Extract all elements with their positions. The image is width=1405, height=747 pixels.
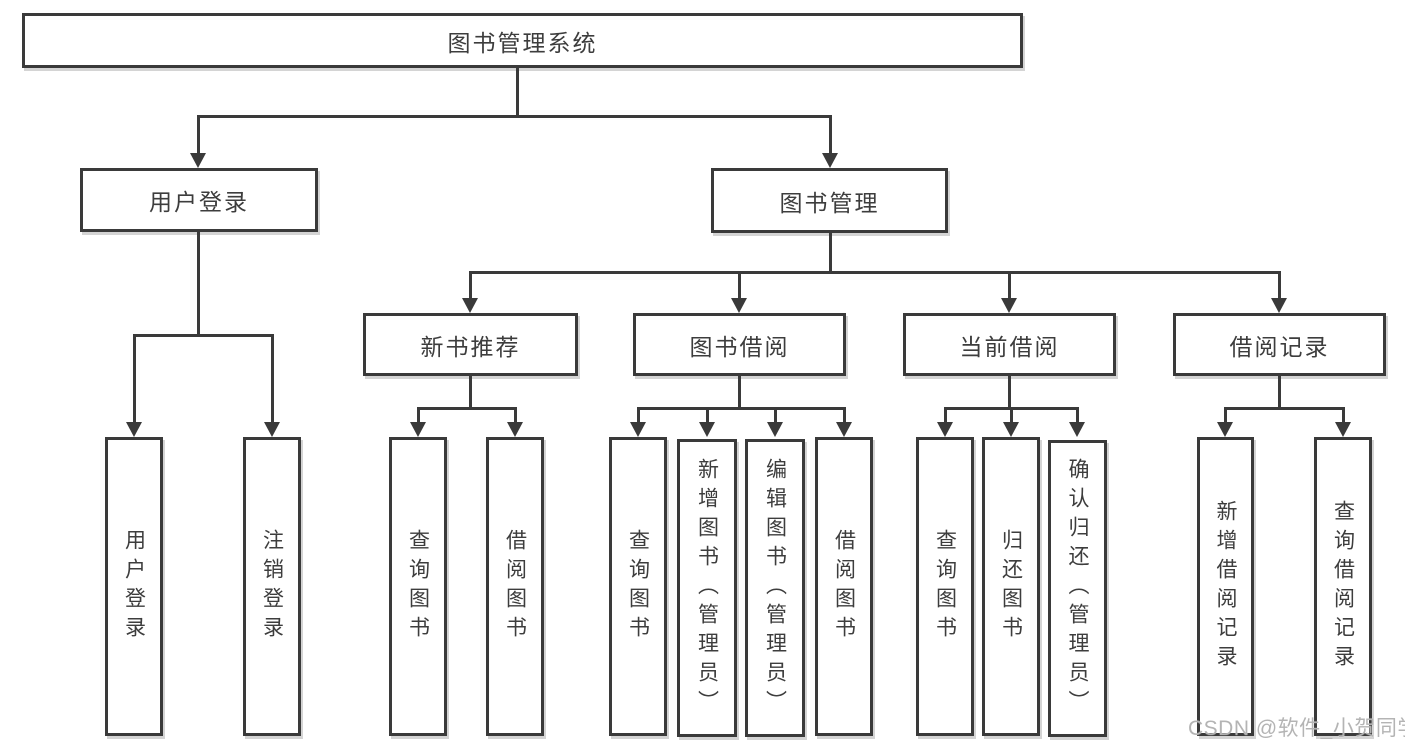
leaf-confirm-return-admin: 确认归还（管理员） bbox=[1048, 440, 1107, 737]
leaf-confirm-return-admin-label: 确认归还（管理员） bbox=[1066, 458, 1089, 719]
node-current-borrow-label: 当前借阅 bbox=[959, 333, 1060, 360]
leaf-logout: 注销登录 bbox=[243, 437, 301, 736]
arrow-down-icon bbox=[630, 422, 646, 437]
arrow-down-icon bbox=[731, 298, 747, 313]
node-borrow-records: 借阅记录 bbox=[1173, 313, 1386, 376]
connector-vline bbox=[196, 116, 200, 154]
connector-vline bbox=[738, 376, 741, 409]
connector-vline bbox=[773, 408, 777, 423]
leaf-logout-label: 注销登录 bbox=[260, 528, 284, 645]
connector-hline bbox=[132, 333, 274, 337]
node-new-book-recommend-label: 新书推荐 bbox=[420, 333, 521, 360]
connector-vline bbox=[132, 335, 136, 423]
connector-vline bbox=[416, 408, 420, 423]
connector-hline bbox=[468, 270, 1281, 274]
leaf-user-login: 用户登录 bbox=[105, 437, 163, 736]
leaf-query-books-2: 查询图书 bbox=[609, 437, 667, 736]
node-book-management-label: 图书管理 bbox=[779, 189, 880, 216]
leaf-return-book: 归还图书 bbox=[982, 437, 1040, 736]
connector-vline bbox=[1075, 408, 1079, 423]
leaf-query-borrow-record-label: 查询借阅记录 bbox=[1331, 499, 1355, 674]
arrow-down-icon bbox=[1335, 422, 1351, 437]
connector-vline bbox=[705, 408, 709, 423]
connector-vline bbox=[842, 408, 846, 423]
node-borrow-records-label: 借阅记录 bbox=[1229, 333, 1330, 360]
connector-hline bbox=[416, 406, 517, 410]
connector-vline bbox=[1009, 408, 1013, 423]
arrow-down-icon bbox=[410, 422, 426, 437]
connector-vline bbox=[828, 233, 832, 272]
leaf-edit-book-admin-label: 编辑图书（管理员） bbox=[763, 457, 787, 719]
arrow-down-icon bbox=[1003, 422, 1019, 437]
connector-vline bbox=[469, 272, 472, 299]
arrow-down-icon bbox=[1001, 298, 1017, 313]
leaf-borrow-books-1-label: 借阅图书 bbox=[503, 528, 527, 645]
arrow-down-icon bbox=[767, 422, 783, 437]
arrow-down-icon bbox=[190, 153, 206, 168]
leaf-borrow-books-2: 借阅图书 bbox=[815, 437, 873, 736]
leaf-add-book-admin: 新增图书（管理员） bbox=[677, 439, 737, 737]
leaf-query-books-2-label: 查询图书 bbox=[626, 528, 650, 645]
leaf-user-login-label: 用户登录 bbox=[122, 528, 146, 645]
connector-vline bbox=[196, 232, 200, 335]
connector-vline bbox=[636, 408, 640, 423]
connector-hline bbox=[636, 406, 846, 410]
connector-vline bbox=[513, 408, 517, 423]
node-new-book-recommend: 新书推荐 bbox=[363, 313, 578, 376]
arrow-down-icon bbox=[937, 422, 953, 437]
arrow-down-icon bbox=[699, 422, 715, 437]
connector-vline bbox=[1278, 272, 1281, 299]
connector-vline bbox=[828, 116, 832, 154]
watermark: CSDN @软件_小贺同学 bbox=[1188, 717, 1405, 740]
leaf-query-books-3-label: 查询图书 bbox=[933, 528, 957, 645]
node-root: 图书管理系统 bbox=[22, 13, 1023, 68]
arrow-down-icon bbox=[264, 422, 280, 437]
arrow-down-icon bbox=[1217, 422, 1233, 437]
arrow-down-icon bbox=[836, 422, 852, 437]
leaf-return-book-label: 归还图书 bbox=[999, 528, 1023, 645]
leaf-query-books-1: 查询图书 bbox=[389, 437, 447, 736]
connector-vline bbox=[1278, 376, 1281, 409]
arrow-down-icon bbox=[1271, 298, 1287, 313]
node-book-borrow-label: 图书借阅 bbox=[689, 333, 790, 360]
connector-hline bbox=[196, 114, 832, 118]
arrow-down-icon bbox=[462, 298, 478, 313]
arrow-down-icon bbox=[507, 422, 523, 437]
connector-vline bbox=[1341, 408, 1345, 423]
connector-vline bbox=[1008, 272, 1011, 299]
leaf-query-borrow-record: 查询借阅记录 bbox=[1314, 437, 1372, 736]
node-user-login-label: 用户登录 bbox=[149, 189, 249, 215]
leaf-add-book-admin-label: 新增图书（管理员） bbox=[695, 457, 719, 719]
connector-hline bbox=[1223, 406, 1345, 410]
connector-vline bbox=[1008, 376, 1011, 409]
connector-vline bbox=[738, 272, 741, 299]
arrow-down-icon bbox=[126, 422, 142, 437]
arrow-down-icon bbox=[1069, 422, 1085, 437]
leaf-query-books-3: 查询图书 bbox=[916, 437, 974, 736]
leaf-borrow-books-1: 借阅图书 bbox=[486, 437, 544, 736]
node-current-borrow: 当前借阅 bbox=[903, 313, 1116, 376]
node-book-borrow: 图书借阅 bbox=[633, 313, 846, 376]
node-user-login: 用户登录 bbox=[80, 168, 318, 232]
node-book-management: 图书管理 bbox=[711, 168, 948, 233]
leaf-add-borrow-record: 新增借阅记录 bbox=[1197, 437, 1254, 736]
connector-vline bbox=[469, 376, 472, 409]
connector-vline bbox=[270, 335, 274, 423]
connector-vline bbox=[1223, 408, 1227, 423]
connector-vline bbox=[515, 68, 519, 117]
leaf-add-borrow-record-label: 新增借阅记录 bbox=[1214, 499, 1237, 674]
arrow-down-icon bbox=[822, 153, 838, 168]
connector-vline bbox=[943, 408, 947, 423]
leaf-borrow-books-2-label: 借阅图书 bbox=[832, 528, 856, 645]
leaf-edit-book-admin: 编辑图书（管理员） bbox=[745, 439, 805, 737]
node-root-label: 图书管理系统 bbox=[447, 29, 598, 56]
leaf-query-books-1-label: 查询图书 bbox=[406, 528, 430, 645]
